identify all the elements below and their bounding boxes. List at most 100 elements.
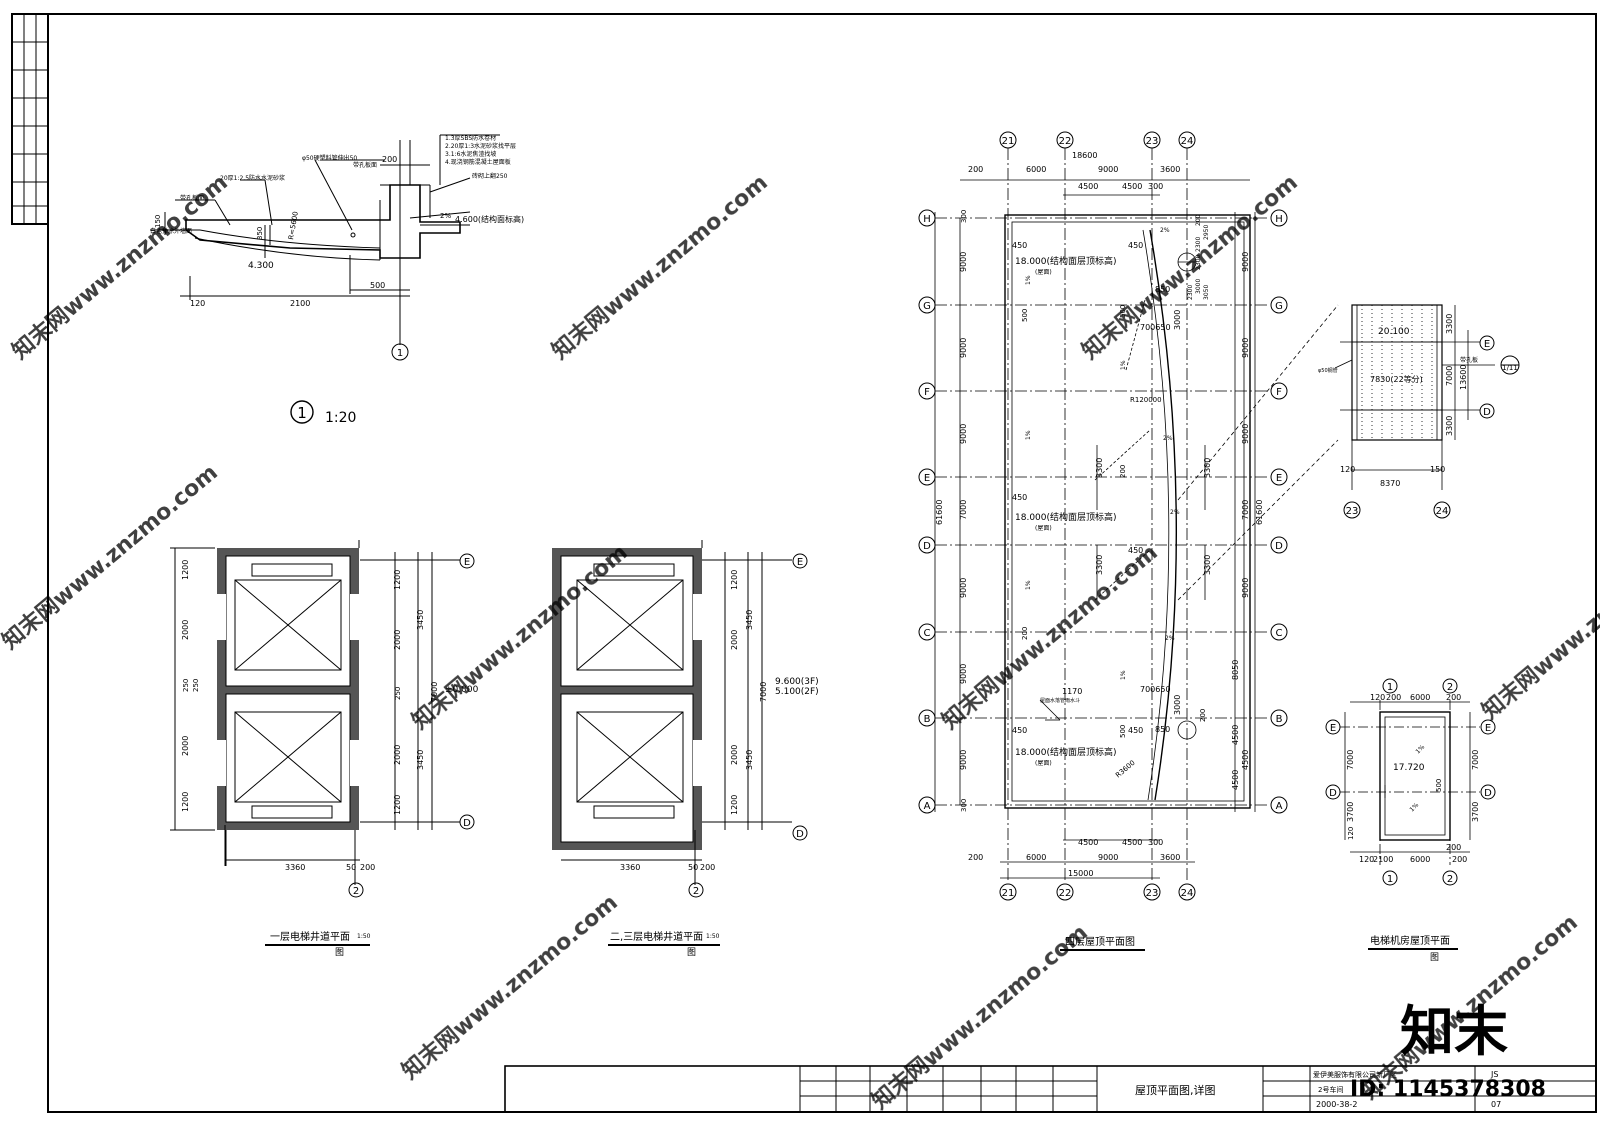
axis-bubble-24 — [1433, 501, 1451, 519]
dim-right: 9000 — [1241, 338, 1250, 358]
mroom-slope: 1% — [1414, 744, 1426, 756]
stack-dim: 2300 — [1195, 255, 1202, 270]
axis-label: 2 — [353, 886, 359, 897]
axis-bubble-m1b — [1382, 870, 1398, 886]
axis-bubble-mE2 — [1480, 719, 1496, 735]
dim-right: 250 — [394, 687, 402, 700]
sheet-number: 07 — [1491, 1100, 1501, 1109]
dim-350: 350 — [256, 227, 264, 240]
dim-bottom2: 6000 — [1026, 853, 1046, 862]
axis-bubble-mE — [1325, 719, 1341, 735]
dim-row: 9000 — [959, 578, 968, 598]
slope-i: 1% — [1025, 430, 1032, 440]
axis-label: 21 — [1002, 888, 1015, 899]
dim-50: 50 — [346, 863, 356, 872]
dim-right: 2000 — [730, 745, 739, 765]
mroom-dim-bottom: 200 — [1446, 843, 1461, 852]
dim-right: 1200 — [730, 795, 739, 815]
dim-row: 9000 — [959, 252, 968, 272]
dim-left: 2000 — [181, 736, 190, 756]
dim-right: 1200 — [393, 570, 402, 590]
axis-label: 1 — [1387, 874, 1393, 885]
dim-right: 4500 — [1231, 725, 1240, 745]
axis-label: 1 — [1387, 682, 1393, 693]
eave-label: 带孔板面 — [180, 194, 204, 202]
shaft2-scale: 1:50 — [706, 933, 720, 940]
paint-note: 白色弹涂外墙面 — [150, 227, 192, 235]
axis-label: E — [924, 473, 930, 484]
roof-elev: 18.000(结构面层顶标高) — [1015, 511, 1117, 523]
stack-dim: 2950 — [1203, 225, 1210, 240]
watermark-text: 知末网www.znzmo.com — [397, 889, 623, 1084]
d700650: 700650 — [1140, 323, 1171, 332]
mroom-title: 电梯机房屋顶平面 — [1370, 934, 1450, 947]
dim-right: 9000 — [1241, 252, 1250, 272]
axis-bubble-1 — [391, 343, 409, 361]
mroom-dim-top: 200 — [1386, 693, 1401, 702]
axis-label: 23 — [1346, 506, 1359, 517]
elevator-shaft-plan-1 — [170, 540, 460, 885]
d450: 450 — [1012, 493, 1027, 502]
dim-mid: 3450 — [745, 610, 754, 630]
canopy-dim-right: 7000 — [1445, 366, 1454, 386]
drawing-name: 屋顶平面图,详图 — [1135, 1083, 1216, 1097]
axis-bubble-mD2 — [1480, 784, 1496, 800]
gutter-note: 屋面水落管雨水斗 — [1040, 697, 1080, 704]
d850: 850 — [1155, 285, 1170, 294]
axis-label: 23 — [1146, 888, 1159, 899]
drain-note: φ50硬塑料管伸出50 — [302, 154, 357, 162]
dim-right: 2000 — [730, 630, 739, 650]
dim-right: 9000 — [1241, 578, 1250, 598]
dim-bottom: 300 — [1148, 838, 1163, 847]
slope-i: 1% — [1120, 670, 1127, 680]
dim-bottom: 4500 — [1078, 838, 1098, 847]
dim-row: 9000 — [959, 664, 968, 684]
d200: 200 — [1021, 627, 1029, 640]
slope-i: 1% — [1120, 360, 1127, 370]
axis-bubble-E1 — [459, 553, 475, 569]
roof-elev-sub: (屋面) — [1035, 525, 1052, 532]
slope-label: 2% — [1163, 435, 1173, 442]
dim-right: 7000 — [1241, 500, 1250, 520]
axis-label: G — [923, 301, 931, 312]
dim-total-left: 61600 — [935, 500, 944, 525]
d500: 500 — [1119, 305, 1127, 318]
dim-top2: 4500 — [1078, 182, 1098, 191]
axis-label: E — [1485, 723, 1491, 734]
axis-bubble-E2 — [792, 553, 808, 569]
axis-label: D — [1484, 788, 1492, 799]
dim-2100: 2100 — [290, 299, 310, 308]
d3300: 3300 — [1203, 555, 1212, 575]
canopy-note: φ50钢管 — [1318, 367, 1338, 374]
axis-label: 1 — [397, 348, 403, 359]
roof-elev: 18.000(结构面层顶标高) — [1015, 255, 1117, 267]
axis-label: D — [1275, 541, 1283, 552]
mroom-dim-top: 200 — [1446, 693, 1461, 702]
d700650: 700650 — [1140, 685, 1171, 694]
binding-grid — [11, 13, 49, 225]
stack-dim: 3050 — [1203, 285, 1210, 300]
canopy-rib: 带孔板 — [1460, 356, 1478, 364]
mroom-dim-left: 3700 — [1346, 802, 1355, 822]
axis-label: H — [1275, 214, 1283, 225]
mroom-tu: 图 — [1430, 952, 1439, 963]
canopy-plan — [1334, 304, 1495, 490]
axis-bubble-2b — [688, 882, 704, 898]
watermark-text: 知末网www.znzmo.com — [1077, 169, 1303, 364]
axis-label: H — [923, 214, 931, 225]
roof-elev: 18.000(结构面层顶标高) — [1015, 746, 1117, 758]
mroom-dim-right: 7000 — [1471, 750, 1480, 770]
shaft2-title: 二,三层电梯井道平面 — [610, 930, 703, 943]
detail-ref: 1/11 — [1502, 364, 1518, 372]
dim-row: 300 — [960, 799, 968, 812]
dim-right: 8050 — [1231, 660, 1240, 680]
d450: 450 — [1128, 546, 1143, 555]
rib-label: 带孔板面 — [353, 161, 377, 169]
elev-label: ±0.000 — [445, 685, 479, 695]
axis-bubble-23 — [1343, 501, 1361, 519]
axis-label: A — [924, 801, 931, 812]
axis-label: G — [1275, 301, 1283, 312]
drawing-code: 2000-38-2 — [1316, 1100, 1357, 1109]
dim-left: 2000 — [181, 620, 190, 640]
dim-150: 150 — [154, 215, 162, 228]
